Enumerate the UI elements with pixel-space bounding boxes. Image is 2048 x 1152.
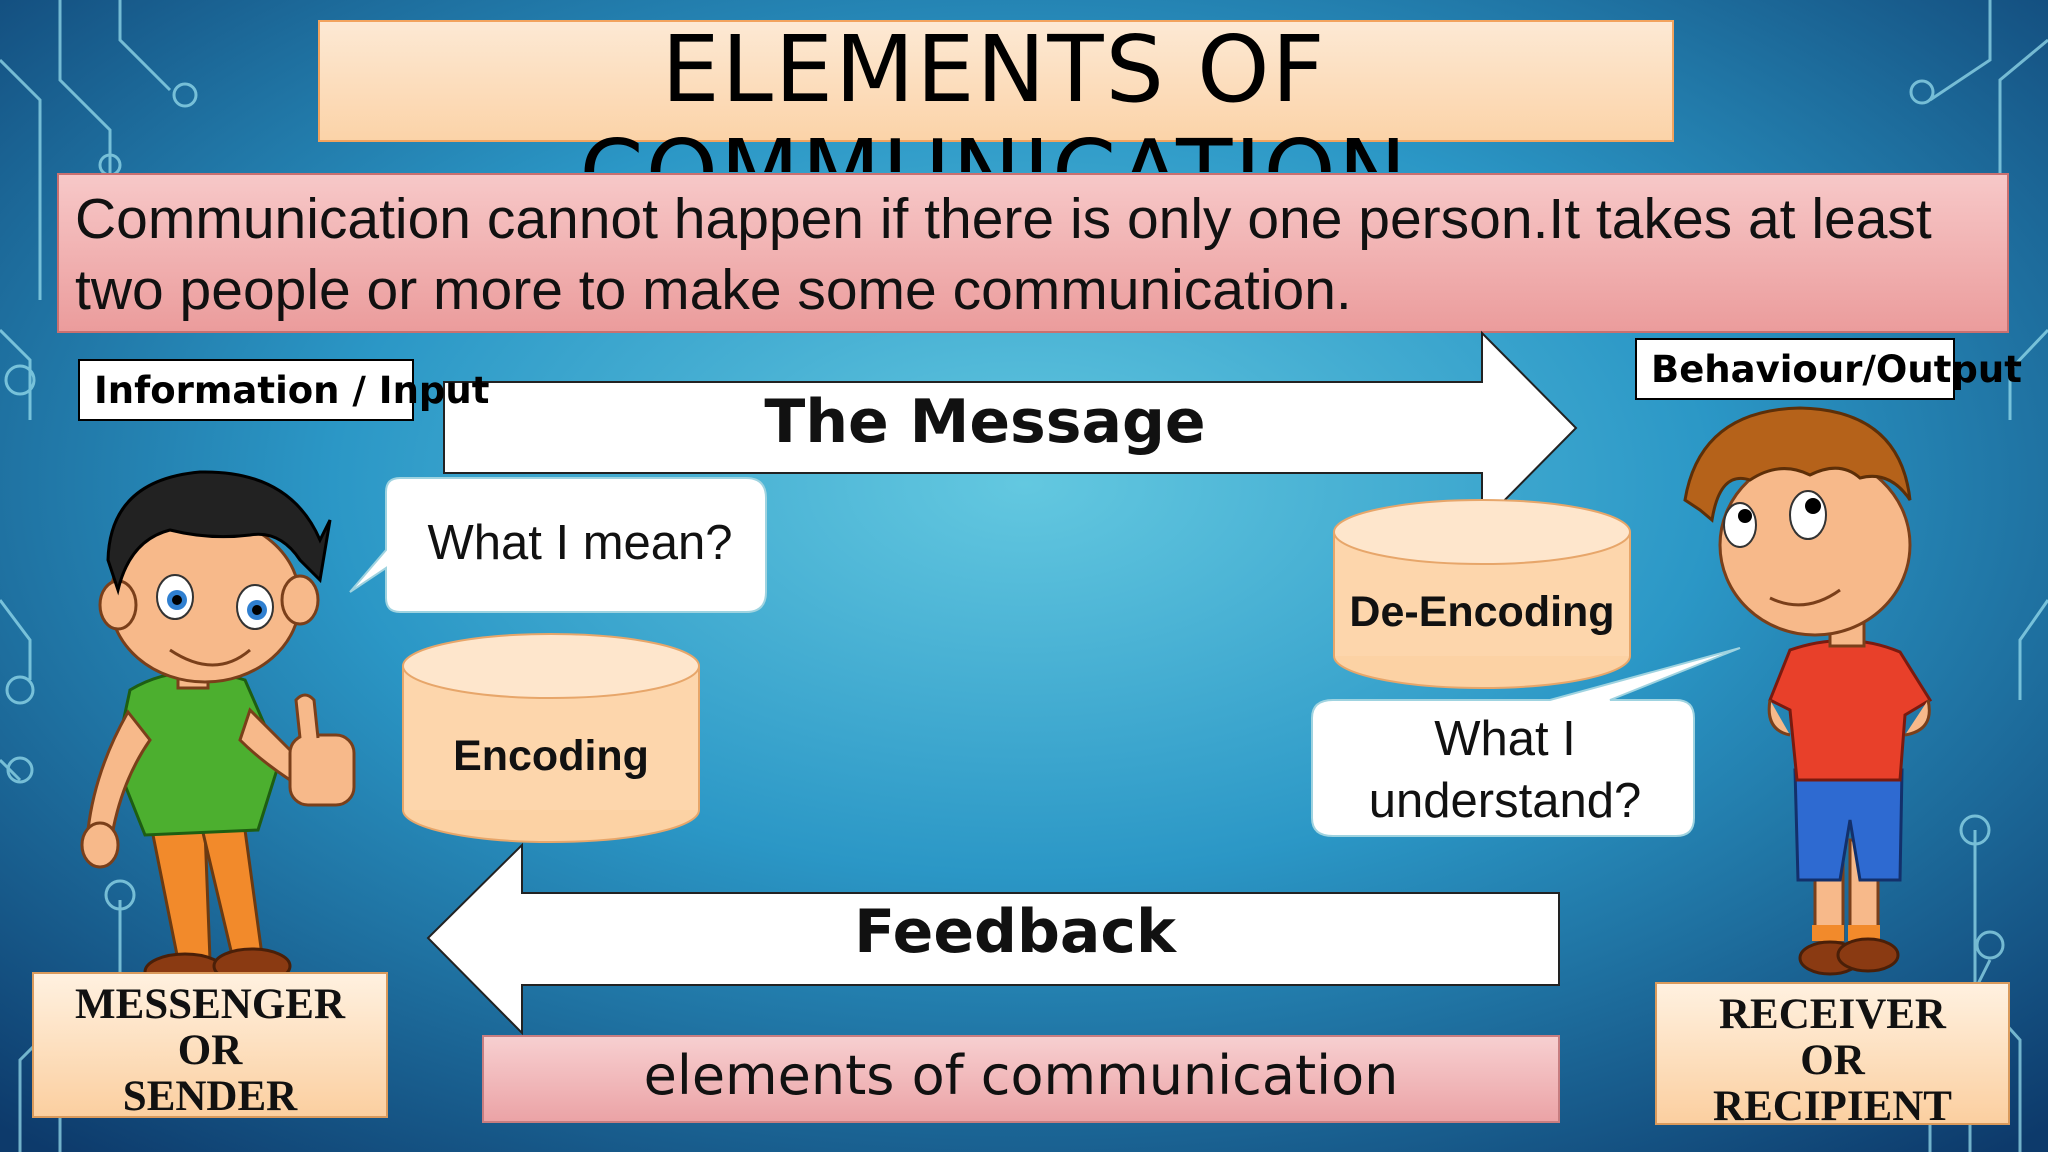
caption-text: elements of communication: [643, 1044, 1399, 1107]
title-clip: ELEMENTS OF COMMUNICATION: [318, 0, 1670, 173]
receiver-boy-illustration: [1683, 406, 1933, 976]
decoding-cylinder: [1333, 499, 1631, 689]
message-label: The Message: [764, 387, 1206, 457]
sender-role-line-1: MESSENGER: [74, 981, 345, 1028]
intro-box: [57, 173, 2009, 333]
intro-text: Communication cannot happen if there is …: [75, 187, 1932, 322]
receiver-role-line-1: RECEIVER: [1719, 991, 1946, 1038]
receiver-role-line-3: RECIPIENT: [1713, 1083, 1952, 1130]
receiver-role-box: RECEIVER OR RECIPIENT: [1655, 982, 2010, 1130]
receiver-role-line-2: OR: [1800, 1037, 1865, 1084]
encoding-label: Encoding: [453, 732, 649, 780]
receiver-speech-bubble: [1311, 647, 1741, 837]
output-label: Behaviour/Output: [1635, 338, 2022, 400]
encoding-cylinder: [402, 633, 700, 843]
slide-title: ELEMENTS OF COMMUNICATION: [579, 16, 1406, 173]
sender-role-box: MESSENGER OR SENDER: [32, 972, 388, 1120]
caption-box: [482, 1035, 1560, 1123]
sender-role-line-2: OR: [177, 1027, 243, 1074]
message-arrow: [443, 330, 1578, 526]
sender-speech-bubble: [349, 477, 767, 613]
sender-bubble-text: What I mean?: [427, 516, 733, 570]
title-banner: [318, 20, 1674, 142]
feedback-arrow: [426, 842, 1560, 1036]
input-label: Information / Input: [78, 359, 489, 421]
feedback-label: Feedback: [854, 897, 1176, 967]
sender-role-line-3: SENDER: [122, 1073, 298, 1120]
receiver-bubble-text: What I understand?: [1368, 712, 1642, 828]
sender-boy-illustration: [80, 470, 356, 992]
decoding-label: De-Encoding: [1349, 588, 1615, 636]
